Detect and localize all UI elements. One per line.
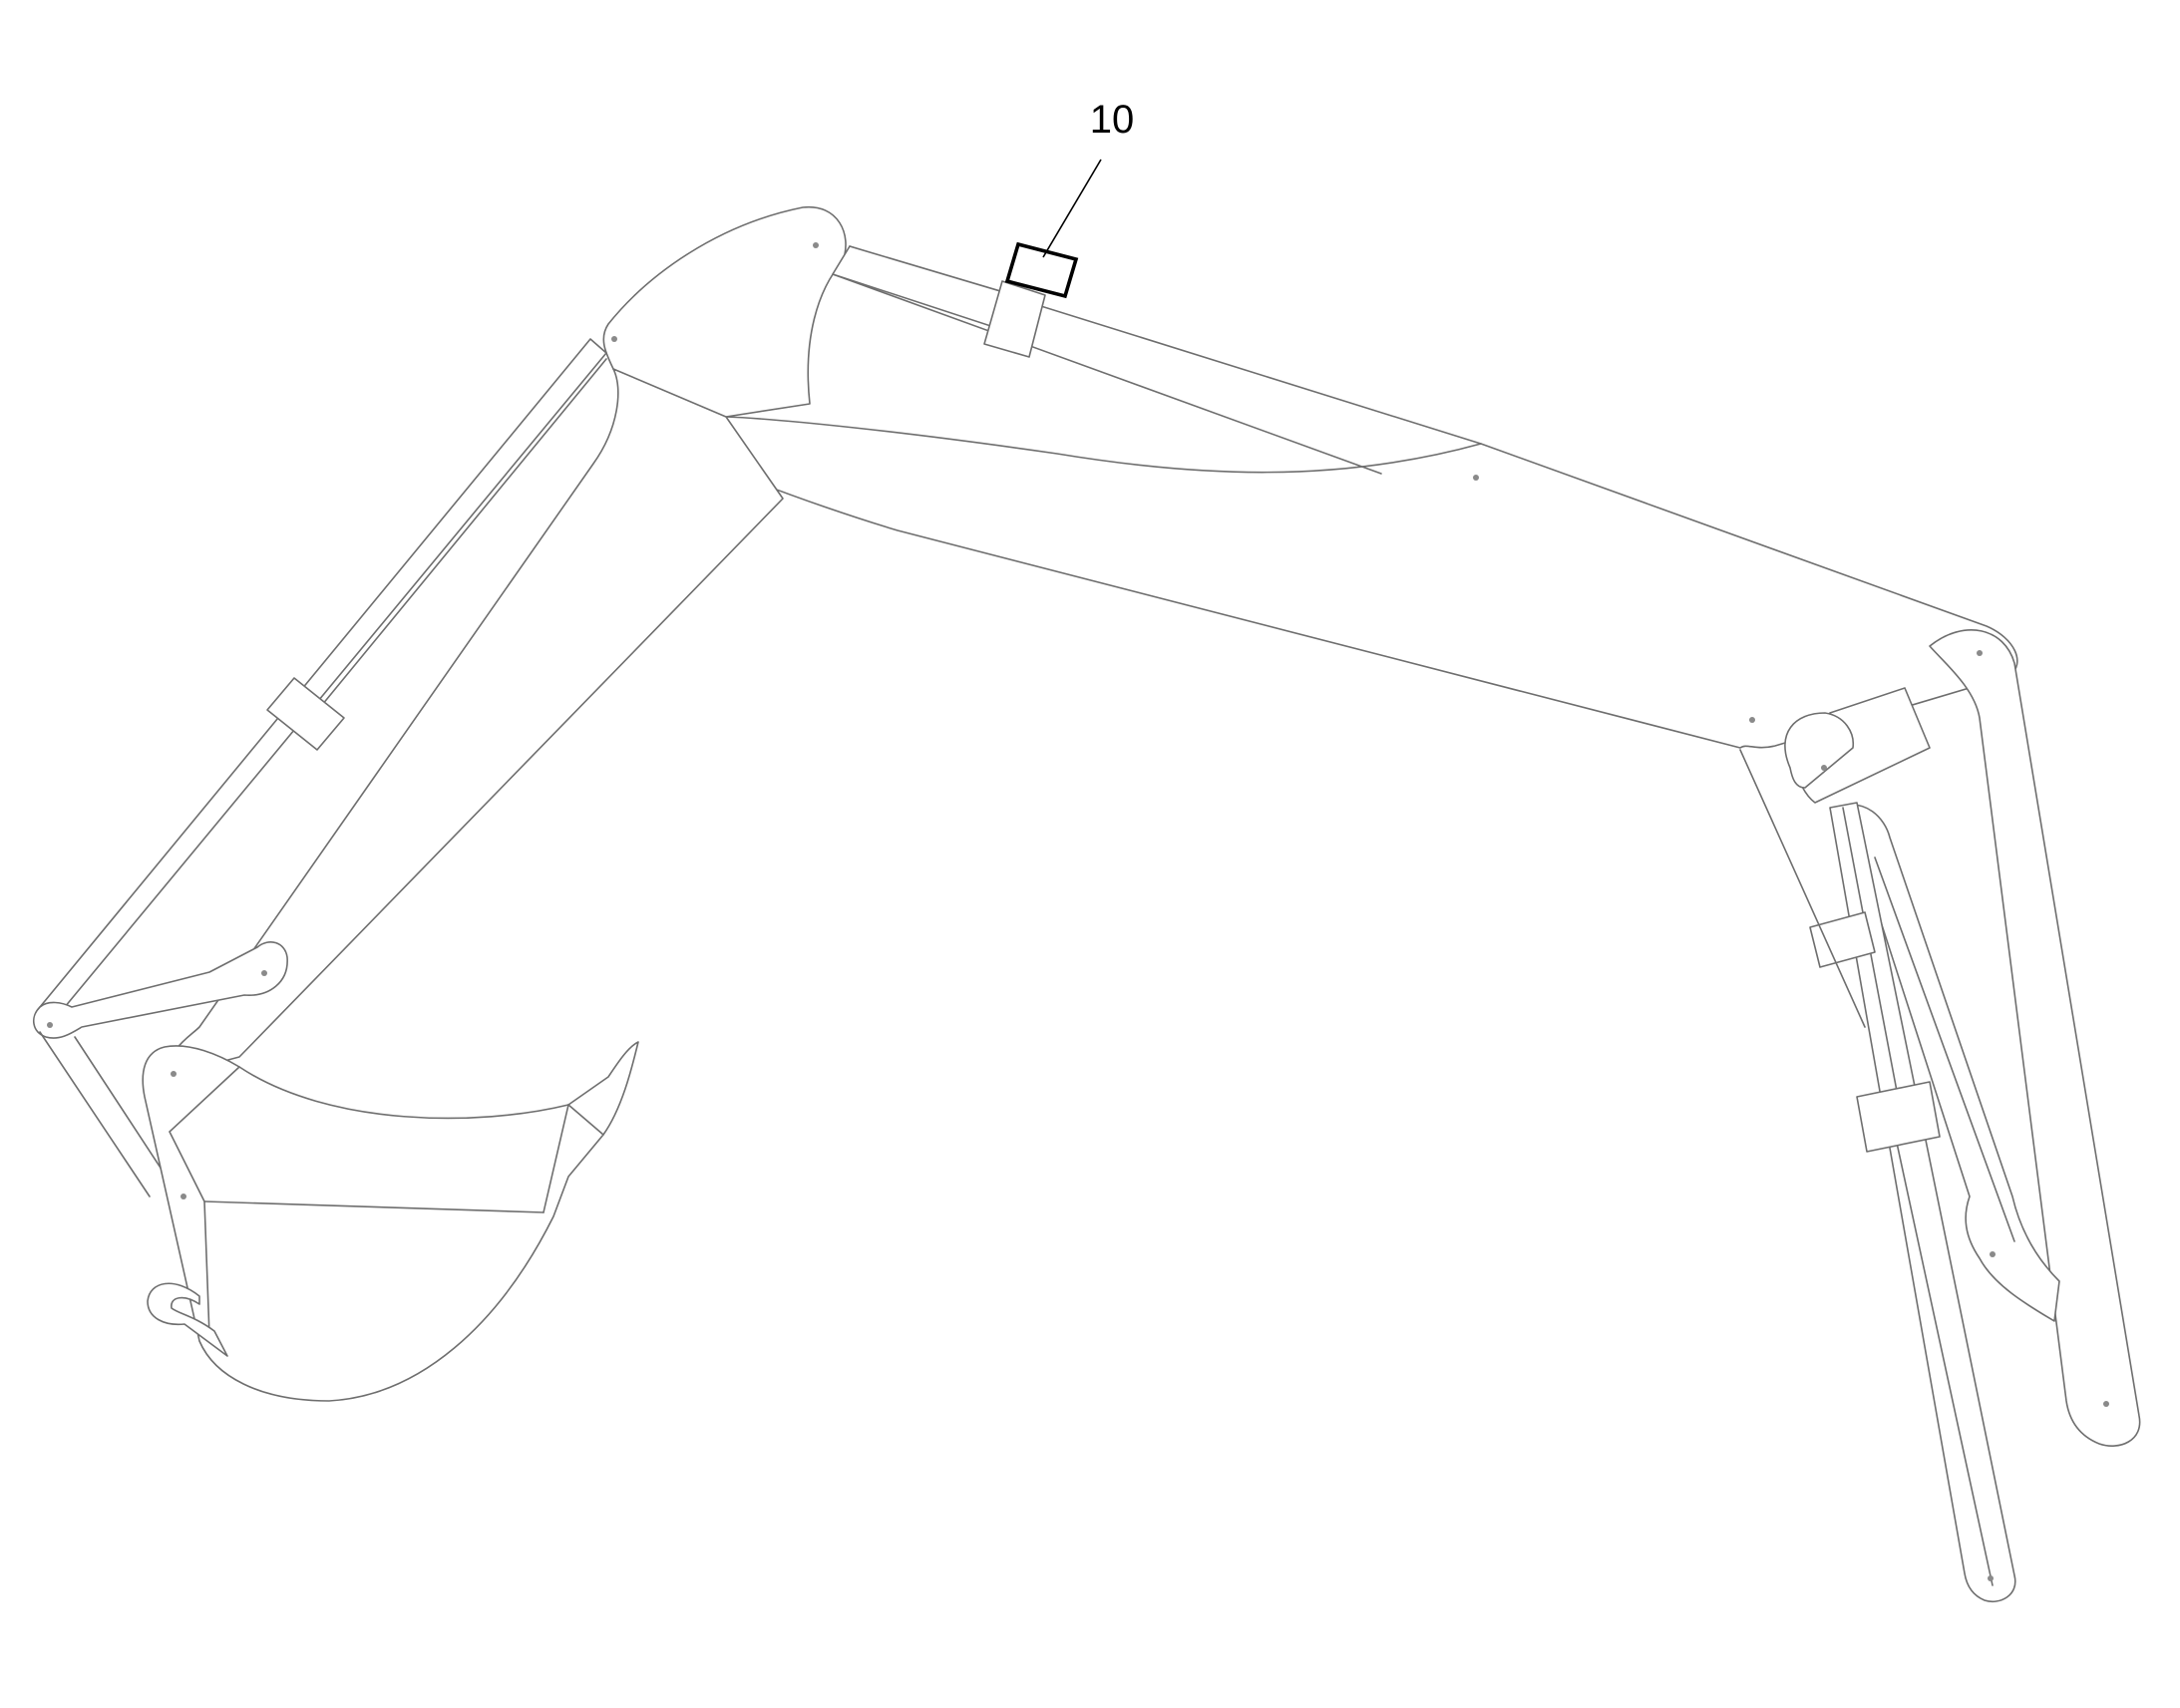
sensor-10 xyxy=(1004,241,1079,299)
lift-arm-edge xyxy=(1874,856,2015,1242)
arm xyxy=(39,338,784,1078)
boom-pin xyxy=(1749,717,1755,723)
link-arm-line-2 xyxy=(74,1036,171,1183)
boom-pin xyxy=(1473,475,1479,481)
bucket-cylinder-rod xyxy=(298,358,607,734)
boom-cylinder-collar-upper xyxy=(1809,911,1876,968)
link-arm-line xyxy=(39,1031,151,1197)
bucket-link xyxy=(33,941,288,1039)
boom xyxy=(710,245,2018,749)
heel-pivot xyxy=(1784,712,1854,789)
bucket-pin xyxy=(171,1071,177,1077)
boom-top-edge-2 xyxy=(832,273,1382,475)
reference-label: 10 xyxy=(1089,98,1135,142)
bucket xyxy=(142,1041,639,1402)
bucket-cylinder-collar xyxy=(266,677,345,751)
boom-cylinder-tube xyxy=(1886,1096,1994,1586)
arm-cylinder xyxy=(832,245,1046,358)
heel-pin xyxy=(1821,765,1827,771)
sensor-box xyxy=(1004,241,1079,299)
link-pin xyxy=(261,970,267,976)
arm-cylinder-collar xyxy=(983,280,1046,358)
rear-leg-pin xyxy=(2103,1401,2109,1407)
bucket-hook xyxy=(147,1282,228,1357)
bucket-linkage xyxy=(33,941,288,1197)
bucket-rim xyxy=(203,1200,545,1213)
boom-heel xyxy=(1739,629,2141,1602)
boom-cylinder-collar xyxy=(1856,1081,1941,1153)
bucket-side-3 xyxy=(169,1066,240,1337)
rear-leg-pin xyxy=(1977,650,1983,656)
bucket-pin xyxy=(181,1194,186,1199)
lift-arm-pin xyxy=(1990,1251,1996,1257)
bucket-side-2 xyxy=(567,1104,604,1136)
boom-body xyxy=(710,416,2018,749)
boom-cylinder xyxy=(1829,802,2016,1602)
bucket-body xyxy=(142,1041,639,1402)
boom-cylinder-pin xyxy=(1988,1575,1994,1581)
arm-pin xyxy=(611,336,617,342)
boom-cylinder-rod xyxy=(1842,807,1901,1108)
reference-leader-line xyxy=(1042,159,1102,258)
boom-rear-leg xyxy=(1929,629,2141,1447)
heel-link-line xyxy=(1739,749,1866,1028)
arm-pin xyxy=(813,242,819,248)
link-pin xyxy=(47,1022,53,1028)
bucket-side xyxy=(543,1104,569,1213)
